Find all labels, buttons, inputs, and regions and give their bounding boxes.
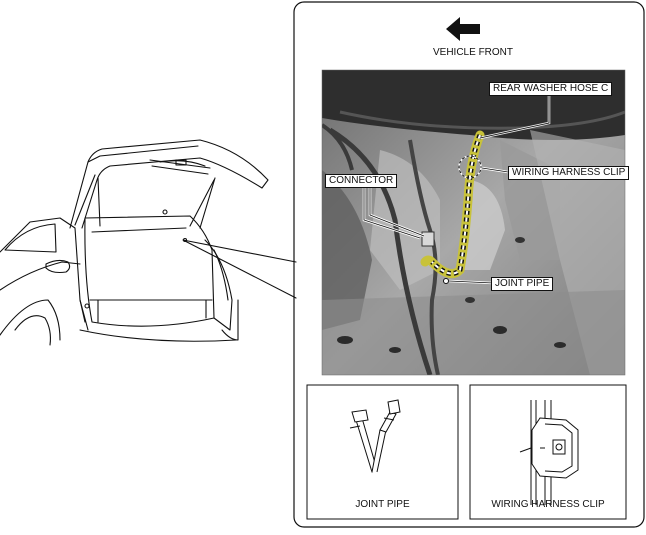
interior-photo [322,70,625,375]
connector-label: CONNECTOR [325,174,398,188]
arrow-left-icon [446,17,480,41]
wiring-harness-clip-caption: WIRING HARNESS CLIP [491,499,605,510]
wiring-harness-clip-label: WIRING HARNESS CLIP [508,166,630,180]
vehicle-rear-drawing [0,139,297,346]
joint-pipe-caption: JOINT PIPE [355,499,410,510]
joint-pipe-panel [306,384,459,520]
harness-clip-illustration [519,400,579,505]
rear-washer-hose-label: REAR WASHER HOSE C [489,82,613,96]
joint-pipe-label: JOINT PIPE [491,277,554,291]
vehicle-front-label: VEHICLE FRONT [433,47,514,58]
joint-pipe-illustration [349,399,401,473]
leader-lines [362,95,551,285]
detail-frame [293,1,645,528]
